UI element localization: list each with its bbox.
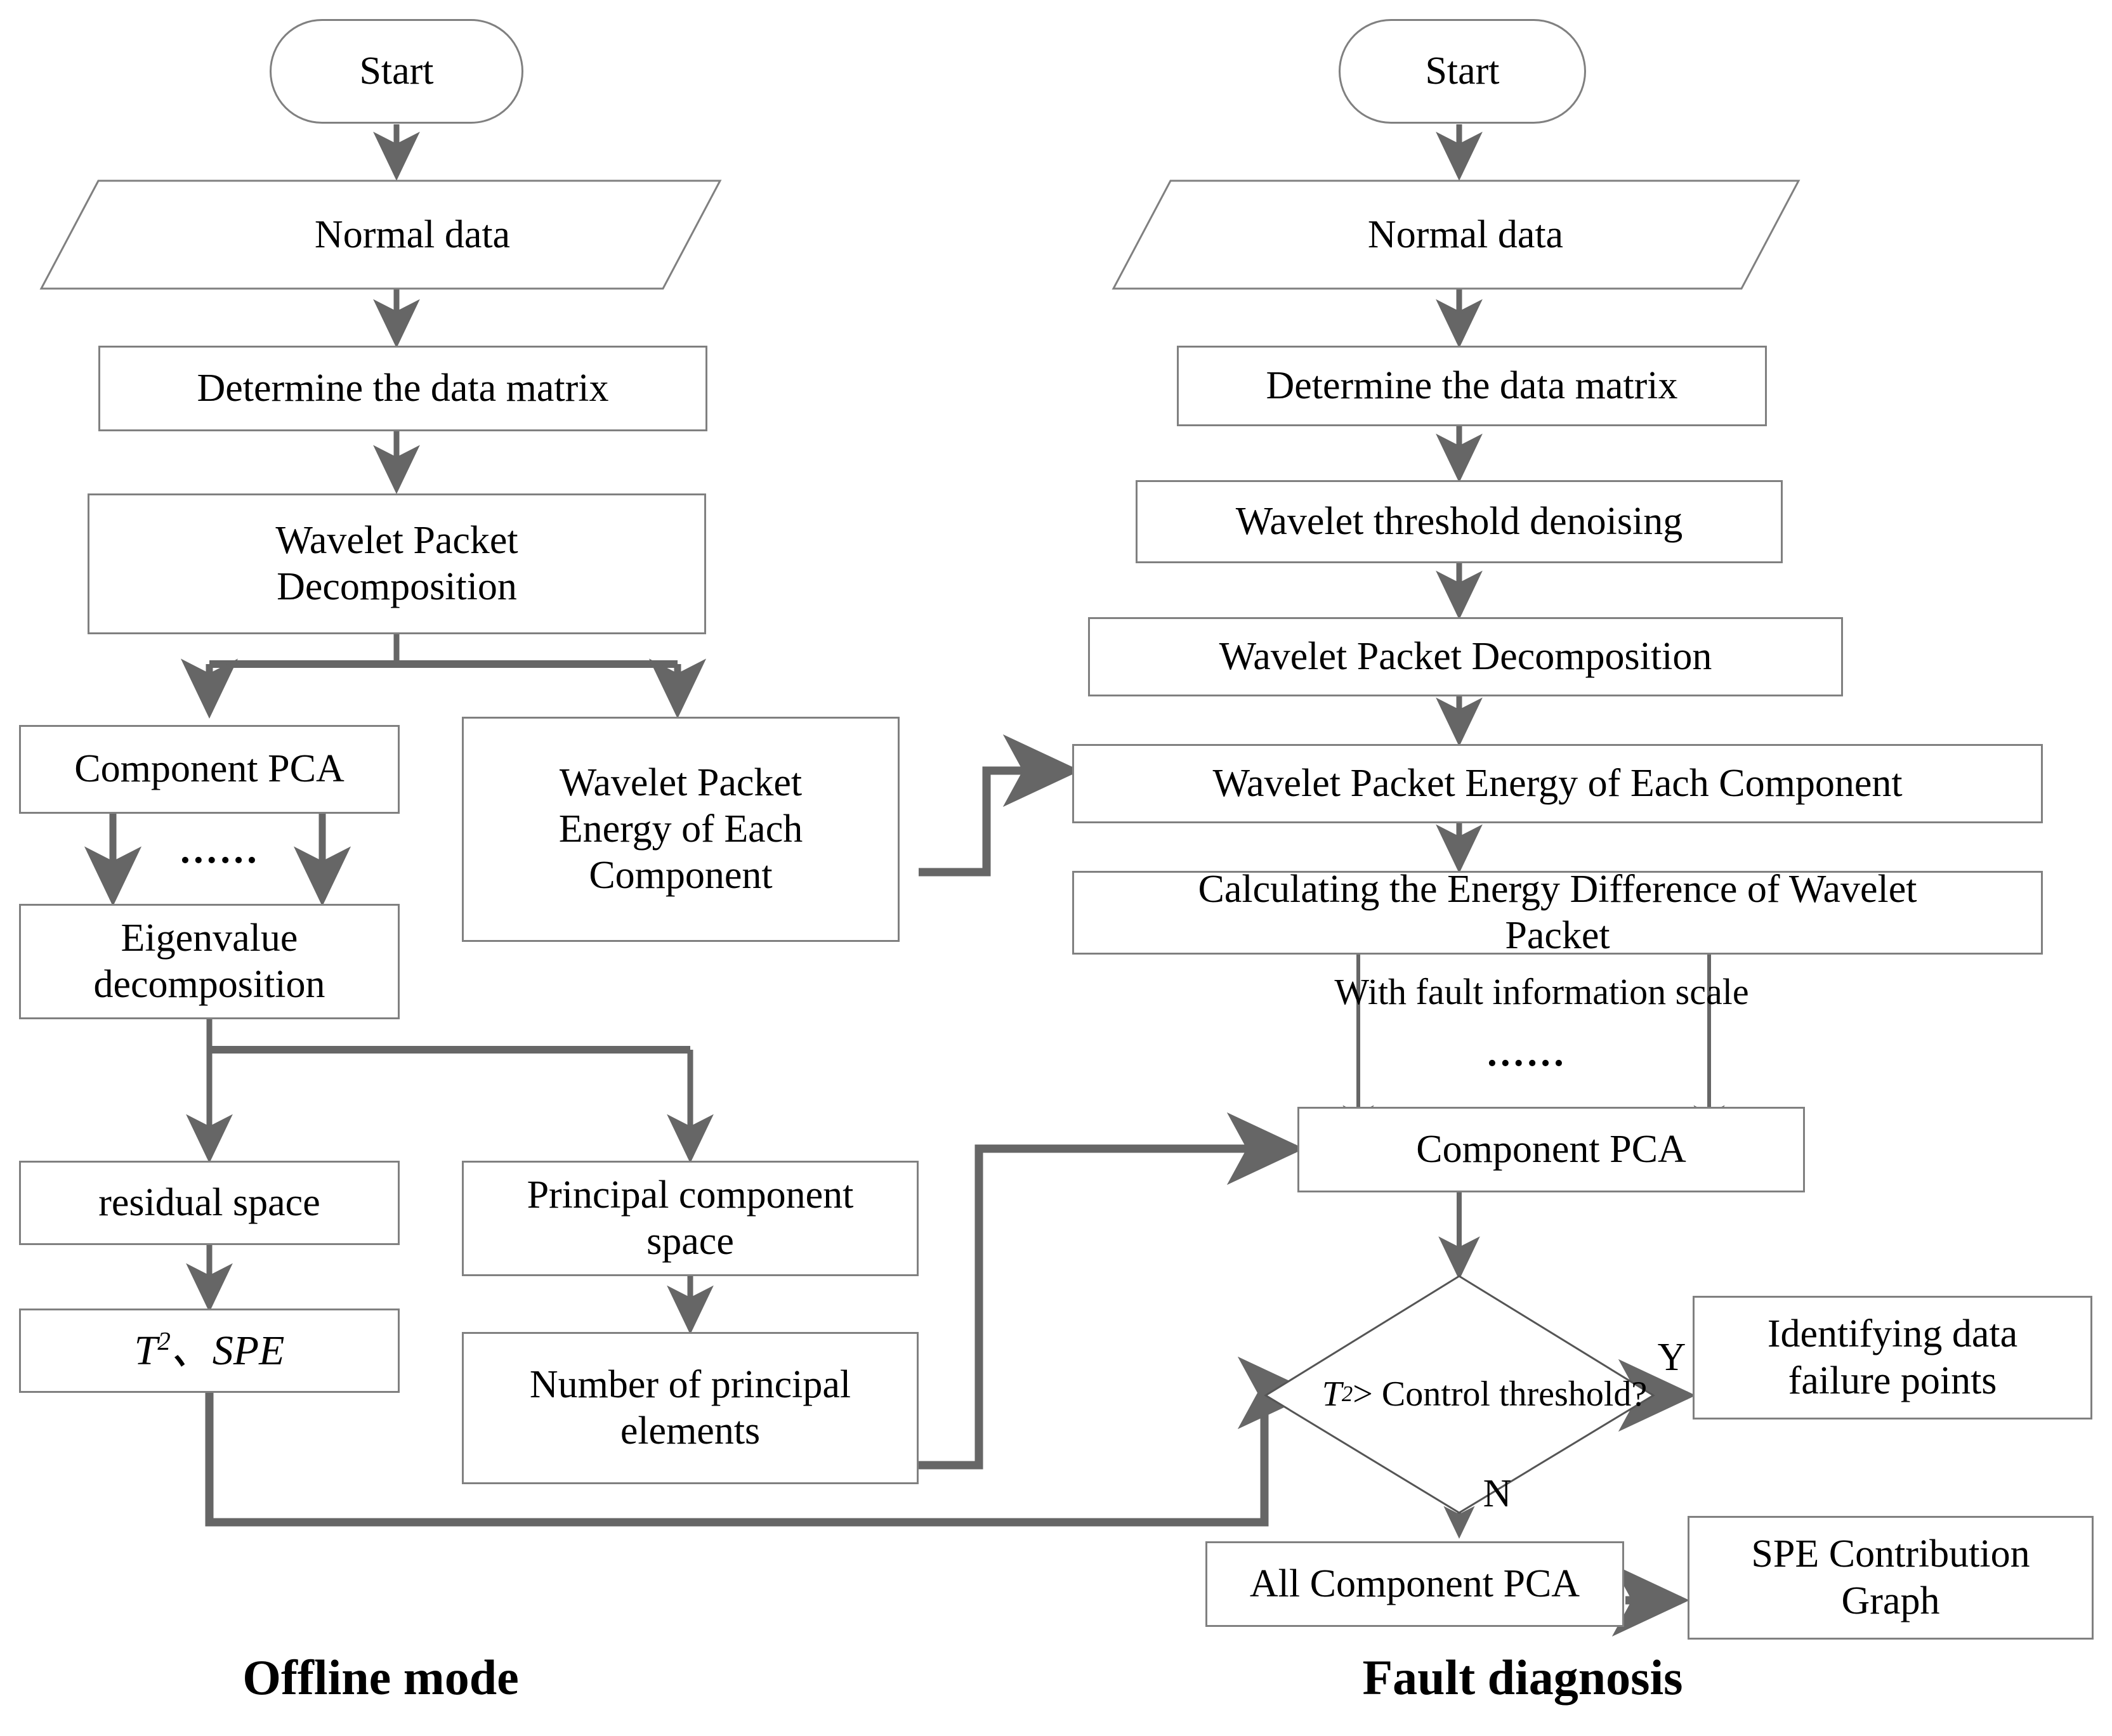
left-component-pca-label: Component PCA <box>74 747 344 791</box>
left-eigenvalue-decomposition-node[interactable]: Eigenvalue decomposition <box>19 904 400 1019</box>
left-principal-space-line2: space <box>646 1220 734 1263</box>
right-component-pca-label: Component PCA <box>1416 1127 1686 1171</box>
right-energy-diff-line2: Packet <box>1505 914 1610 957</box>
left-start-label: Start <box>359 49 434 93</box>
right-spe-contribution-graph-node[interactable]: SPE Contribution Graph <box>1688 1516 2094 1640</box>
identify-line2: failure points <box>1788 1359 1997 1402</box>
left-num-principal-line1: Number of principal <box>529 1362 851 1406</box>
right-start-label: Start <box>1425 49 1500 93</box>
left-number-principal-elements-node[interactable]: Number of principal elements <box>462 1332 919 1484</box>
left-residual-space-node[interactable]: residual space <box>19 1161 400 1245</box>
t2-spe-suffix: 、SPE <box>170 1327 285 1374</box>
left-wpd-label-line2: Decomposition <box>277 565 517 608</box>
left-t2-spe-node[interactable]: T2、SPE <box>19 1309 400 1393</box>
branch-yes-label: Y <box>1657 1335 1686 1379</box>
right-wp-energy-label: Wavelet Packet Energy of Each Component <box>1212 761 1903 805</box>
right-determine-matrix-label: Determine the data matrix <box>1266 363 1678 407</box>
left-wp-energy-line3: Component <box>589 854 773 897</box>
right-all-component-pca-node[interactable]: All Component PCA <box>1205 1541 1624 1627</box>
left-wpd-label-line1: Wavelet Packet <box>275 518 518 562</box>
left-principal-space-line1: Principal component <box>527 1173 854 1217</box>
left-eigenvalue-label-line2: decomposition <box>93 963 325 1006</box>
left-normal-data-shape <box>39 179 722 290</box>
left-determine-matrix-node[interactable]: Determine the data matrix <box>98 346 707 431</box>
right-energy-diff-line1: Calculating the Energy Difference of Wav… <box>1198 867 1917 911</box>
right-wp-energy-each-component-node[interactable]: Wavelet Packet Energy of Each Component <box>1072 744 2043 823</box>
left-wp-energy-line2: Energy of Each <box>558 807 803 851</box>
right-component-pca-node[interactable]: Component PCA <box>1297 1107 1805 1192</box>
right-start-node[interactable]: Start <box>1339 19 1586 124</box>
left-pca-ellipsis: …… <box>178 828 259 871</box>
left-wp-energy-node[interactable]: Wavelet Packet Energy of Each Component <box>462 717 900 942</box>
right-scale-ellipsis: …… <box>1485 1031 1566 1074</box>
all-component-pca-label: All Component PCA <box>1249 1562 1580 1605</box>
right-determine-matrix-node[interactable]: Determine the data matrix <box>1177 346 1767 426</box>
left-residual-space-label: residual space <box>98 1180 320 1224</box>
decision-suffix: > Control threshold? <box>1353 1374 1648 1414</box>
left-wavelet-packet-decomposition-node[interactable]: Wavelet Packet Decomposition <box>88 493 706 634</box>
right-normal-data-shape <box>1112 179 1800 290</box>
right-energy-difference-node[interactable]: Calculating the Energy Difference of Wav… <box>1072 868 2043 957</box>
identify-line1: Identifying data <box>1767 1312 2018 1356</box>
left-component-pca-node[interactable]: Component PCA <box>19 725 400 814</box>
left-wp-energy-line1: Wavelet Packet <box>559 760 803 804</box>
left-eigenvalue-label-line1: Eigenvalue <box>121 916 298 960</box>
left-principal-component-space-node[interactable]: Principal component space <box>462 1161 919 1276</box>
spe-contrib-line1: SPE Contribution <box>1751 1532 2030 1576</box>
left-t2-spe-label: T2、SPE <box>128 1326 291 1376</box>
left-start-node[interactable]: Start <box>270 19 523 124</box>
fault-info-scale-label: With fault information scale <box>1334 970 1749 1012</box>
spe-contrib-line2: Graph <box>1841 1579 1940 1622</box>
right-normal-data-label: Normal data <box>1367 212 1564 256</box>
left-normal-data-label: Normal data <box>314 212 511 256</box>
right-wavelet-threshold-label: Wavelet threshold denoising <box>1235 499 1683 543</box>
t2-exponent: 2 <box>157 1326 171 1355</box>
left-num-principal-line2: elements <box>620 1409 761 1452</box>
t2-symbol: T <box>134 1327 158 1374</box>
fault-diagnosis-title: Fault diagnosis <box>1362 1650 1683 1705</box>
decision-diamond <box>1264 1275 1655 1514</box>
left-determine-matrix-label: Determine the data matrix <box>197 366 609 410</box>
right-wpd-label: Wavelet Packet Decomposition <box>1219 634 1712 678</box>
decision-t2-symbol: T <box>1322 1374 1342 1414</box>
right-identifying-failure-points-node[interactable]: Identifying data failure points <box>1693 1296 2092 1419</box>
right-wavelet-packet-decomposition-node[interactable]: Wavelet Packet Decomposition <box>1088 617 1843 696</box>
offline-mode-title: Offline mode <box>242 1650 519 1705</box>
right-wavelet-threshold-denoising-node[interactable]: Wavelet threshold denoising <box>1136 480 1783 563</box>
branch-no-label: N <box>1483 1472 1512 1515</box>
